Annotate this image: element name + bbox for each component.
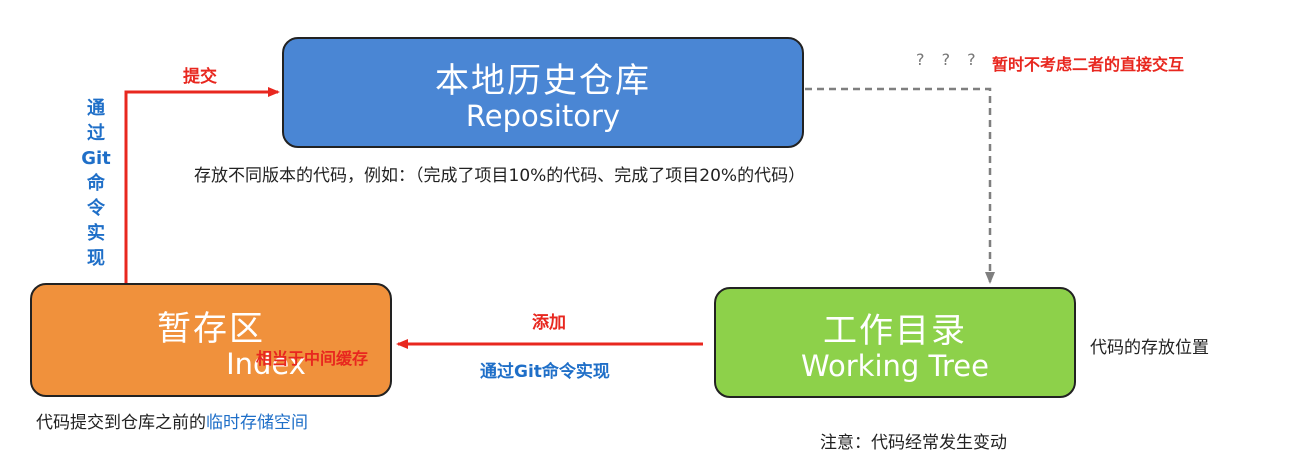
vertical-git-label: 通 过 Git 命 令 实 现	[76, 96, 116, 271]
question-marks: ? ? ?	[916, 50, 982, 69]
working-tree-box: 工作目录 Working Tree	[714, 287, 1076, 398]
index-title: 暂存区	[157, 309, 265, 349]
vertical-char: 令	[87, 198, 105, 219]
add-label: 添加	[532, 313, 566, 333]
working-tree-title: 工作目录	[823, 311, 967, 351]
index-caption-highlight: 临时存储空间	[206, 413, 308, 433]
working-tree-side-label: 代码的存放位置	[1090, 338, 1209, 358]
vertical-char: 实	[87, 223, 105, 244]
working-tree-subtitle: Working Tree	[801, 349, 989, 383]
index-box: 暂存区 Index 相当于中间缓存	[30, 283, 392, 397]
vertical-char: 现	[87, 248, 105, 269]
repository-title: 本地历史仓库	[435, 61, 651, 101]
vertical-char: Git	[81, 148, 111, 169]
checkout-dashed-arrow	[805, 87, 995, 284]
repository-box: 本地历史仓库 Repository	[282, 37, 804, 148]
commit-arrow	[124, 87, 280, 283]
index-note: 相当于中间缓存	[256, 349, 369, 368]
repository-caption: 存放不同版本的代码，例如：（完成了项目10%的代码、完成了项目20%的代码）	[194, 166, 806, 186]
question-note: 暂时不考虑二者的直接交互	[992, 55, 1185, 74]
commit-label: 提交	[183, 67, 217, 87]
repository-subtitle: Repository	[465, 99, 621, 133]
vertical-char: 命	[87, 173, 105, 194]
vertical-char: 通	[87, 98, 105, 119]
add-sub-label: 通过Git命令实现	[480, 362, 610, 382]
index-caption: 代码提交到仓库之前的临时存储空间	[36, 408, 308, 433]
index-subtitle: Index	[226, 347, 306, 381]
vertical-char: 过	[87, 123, 105, 144]
working-tree-caption: 注意：代码经常发生变动	[820, 433, 1007, 453]
index-caption-prefix: 代码提交到仓库之前的	[36, 413, 206, 433]
